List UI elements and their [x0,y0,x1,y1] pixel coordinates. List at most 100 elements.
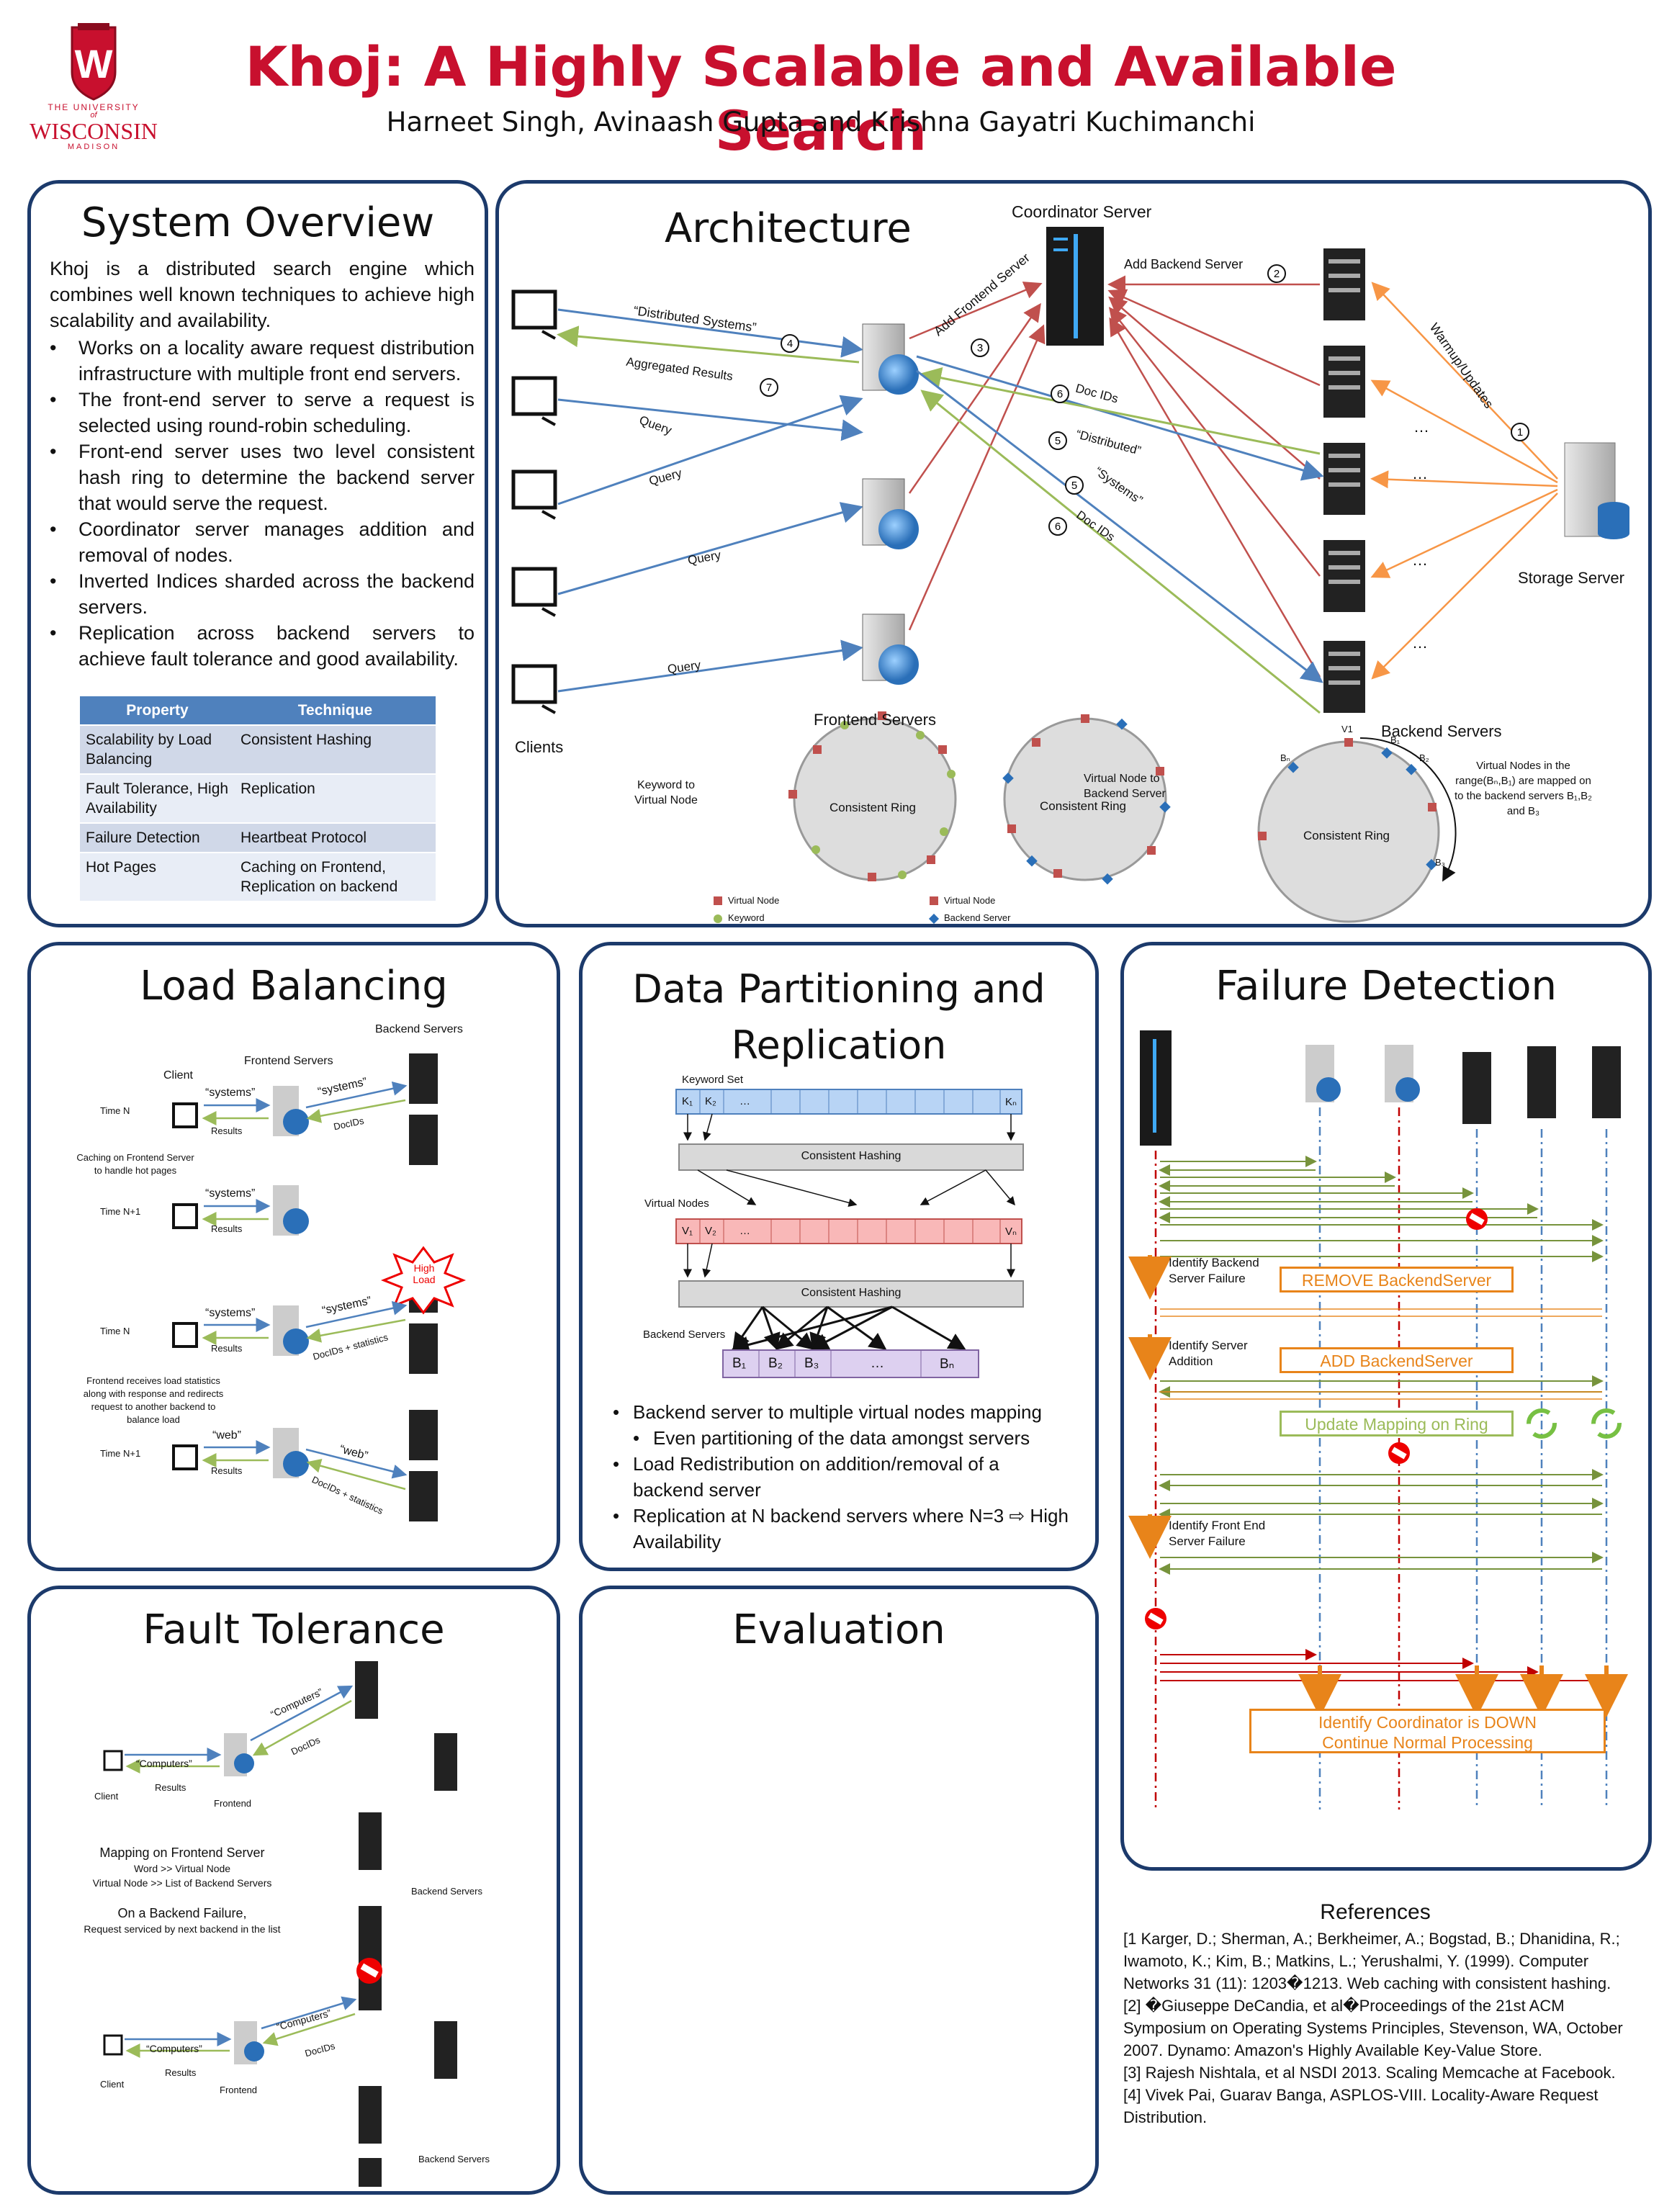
keyword-cell: … [739,1095,750,1107]
overview-bullet: Front-end server uses two level consiste… [50,439,475,516]
ft-failure-title: On a Backend Failure, [117,1906,247,1920]
overview-bullet: Replication across backend servers to ac… [50,620,475,672]
lb-time-n: Time N [100,1105,130,1116]
no-entry-icon [1145,1608,1166,1629]
keyword-ring [788,711,957,881]
logo-line-3: WISCONSIN [30,118,158,144]
logo-line-4: MADISON [67,143,120,151]
backend-server-icon [1323,641,1365,713]
poster-title: Khoj: A Highly Scalable and Available Se… [245,35,1397,163]
logo-line-1: THE UNIVERSITY [48,102,140,112]
partitioning-bullet: Even partitioning of the data amongst se… [613,1425,1074,1451]
backend-server-icon [1323,443,1365,515]
add-backend-box: ADD BackendServer [1280,1347,1514,1373]
add-backend-label: Add Backend Server [1124,257,1244,271]
ft-computers: “Computers” [146,2043,202,2054]
storage-server-icon [1564,442,1629,539]
ring-label: Consistent Ring [1303,829,1390,842]
client-monitor-icon [511,289,557,340]
ft-client: Client [94,1791,119,1802]
references-section: References [1 Karger, D.; Sherman, A.; B… [1123,1901,1627,2128]
backend-ring [1257,737,1457,923]
references-title: References [1320,1900,1431,1924]
table-header: Property [80,696,235,725]
ring-label-v1: V1 [1341,724,1353,734]
fault-tolerance-title: Fault Tolerance [143,1606,445,1653]
ring-label-b3: B₃ [1435,857,1445,868]
ft-frontend: Frontend [220,2085,258,2095]
load-balancing-diagram [172,1053,467,1521]
overview-bullet: Works on a locality aware request distri… [50,335,475,387]
partitioning-bullet: Backend server to multiple virtual nodes… [613,1399,1074,1425]
vnode-cell: … [739,1225,750,1237]
ring-label-b2: B₂ [1419,752,1429,763]
load-balancing-panel: Load Balancing [27,942,560,1571]
partitioning-diagram [675,1089,1024,1378]
keyword-cell: Kₙ [1005,1096,1017,1108]
ft-frontend: Frontend [214,1798,252,1809]
backend-row [722,1349,979,1378]
partitioning-bullet: Replication at N backend servers where N… [613,1503,1074,1555]
lb-client: Client [163,1069,193,1082]
ft-mapping-line-2: Virtual Node >> List of Backend Servers [92,1877,272,1889]
ring-label-b1: B₁ [1390,734,1401,745]
virtual-nodes-row [675,1218,1022,1244]
data-partitioning-panel: Data Partitioning and Replication [579,942,1099,1571]
legend-virtual-node: Virtual Node [944,895,996,906]
backend-server-icon [1323,248,1365,320]
ft-backend-servers: Backend Servers [418,2154,490,2164]
lb-results: Results [211,1125,243,1136]
reference-item: [4] Vivek Pai, Guarav Banga, ASPLOS-VIII… [1123,2086,1599,2126]
vnode-cell: Vₙ [1005,1226,1017,1238]
ft-backend-servers: Backend Servers [411,1886,482,1897]
no-entry-icon [356,1958,382,1984]
svg-text:…: … [1412,551,1428,569]
keyword-cell: K₂ [705,1095,716,1107]
ring-label: Consistent Ring [1040,799,1127,813]
lb-caching-note: Caching on Frontend Server to handle hot… [76,1152,194,1176]
vnode-cell: V₂ [705,1225,716,1237]
load-balancing-title: Load Balancing [140,963,448,1010]
virtual-nodes-label: Virtual Nodes [644,1197,709,1210]
partitioning-bullets: Backend server to multiple virtual nodes… [613,1399,1074,1555]
step-7: 7 [766,382,772,394]
backend-servers-label: Backend Servers [1381,722,1502,740]
lb-results: Results [211,1465,243,1476]
step-2: 2 [1274,268,1280,280]
ring-label: Consistent Ring [830,801,917,814]
system-overview-title: System Overview [81,199,435,246]
svg-text:W: W [75,41,113,86]
partitioning-bullet: Load Redistribution on addition/removal … [613,1451,1074,1503]
vnode-cell: V₁ [682,1225,693,1237]
backend-cell: B₃ [804,1356,819,1371]
table-header: Technique [234,696,436,725]
failure-detection-title: Failure Detection [1215,963,1557,1010]
update-mapping-box: Update Mapping on Ring [1280,1411,1514,1437]
identify-server-addition-label: Identify Server Addition [1169,1339,1248,1368]
client-monitor-icon [511,664,557,714]
frontend-server-icon [862,323,919,395]
svg-text:…: … [1413,418,1429,436]
ft-results: Results [155,1782,186,1793]
ft-client: Client [100,2079,125,2090]
reference-item: [2] �Giuseppe DeCandia, et al�Proceeding… [1123,1997,1623,2059]
remove-backend-box: REMOVE BackendServer [1280,1267,1514,1292]
vn-to-backend-label: Virtual Node to Backend Server [1084,773,1166,800]
client-monitor-icon [511,469,557,520]
backend-server-icon [1323,540,1365,612]
virtual-node-ring [1002,714,1171,885]
reference-item: [3] Rajesh Nishtala, et al NSDI 2013. Sc… [1123,2064,1616,2082]
step-6: 6 [1057,388,1063,400]
lb-systems: “systems” [205,1187,256,1200]
lb-systems: “systems” [205,1307,256,1319]
step-6: 6 [1055,521,1061,533]
no-entry-icon [1466,1208,1488,1230]
clients-label: Clients [515,738,564,756]
virtual-nodes-desc: Virtual Nodes in the range(Bₙ,B₁) are ma… [1455,760,1592,817]
university-logo: W THE UNIVERSITY of WISCONSIN MADISON [22,22,166,151]
svg-text:…: … [1412,464,1428,482]
coordinator-label: Coordinator Server [1012,202,1152,221]
lb-systems: “systems” [205,1087,256,1099]
